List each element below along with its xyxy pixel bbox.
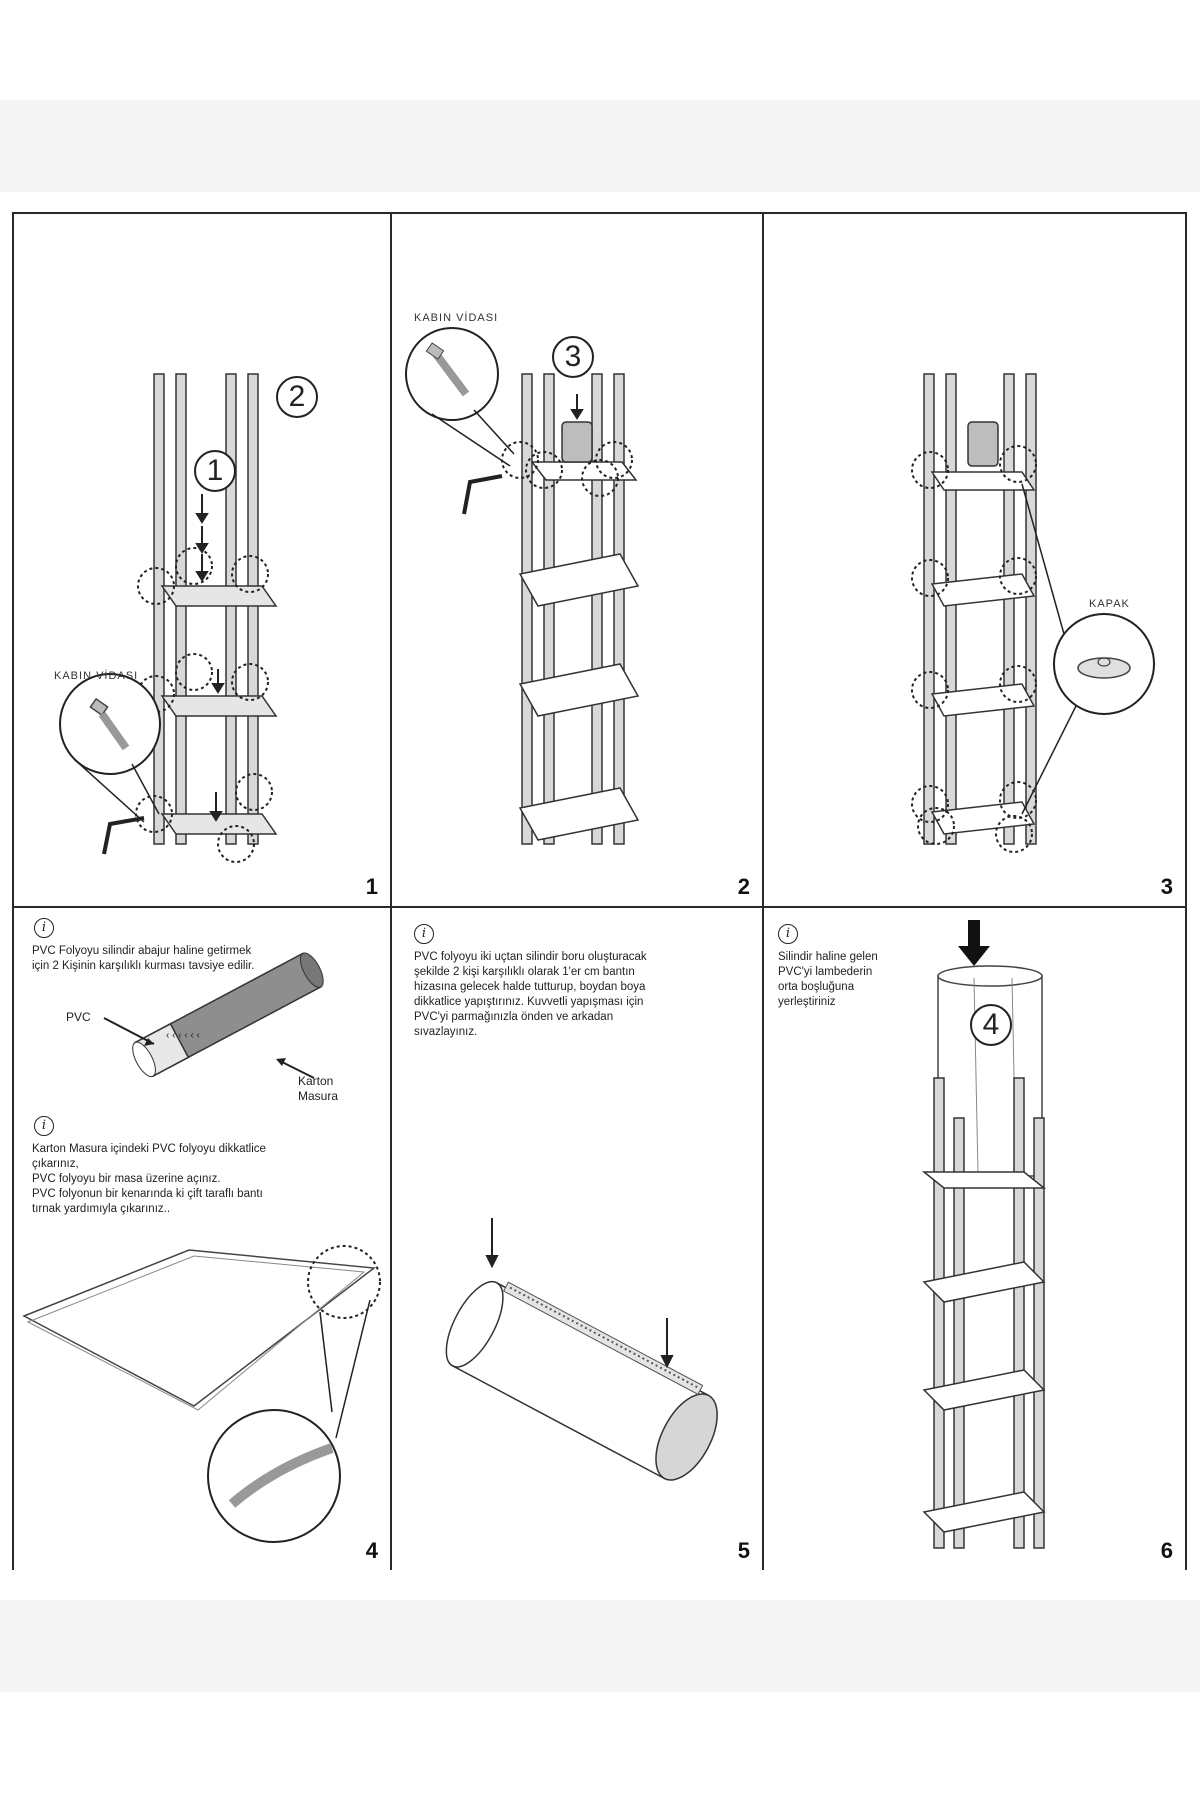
- instruction-note: PVC folyoyu iki uçtan silindir boru oluş…: [414, 951, 647, 1038]
- instruction-note-2: Karton Masura içindeki PVC folyoyu dikka…: [32, 1143, 266, 1215]
- panel-5: i PVC folyoyu iki uçtan silindir boru ol…: [392, 908, 764, 1570]
- step-mark-4: 4: [970, 1004, 1012, 1046]
- shelf-assembly-illustration-3: [911, 373, 1155, 853]
- panel-4: ‹ ‹ ‹ ‹ ‹ ‹ i PVC Folyoyu silindir abaju…: [14, 908, 392, 1570]
- panel-number: 4: [365, 1538, 378, 1563]
- svg-text:‹ ‹ ‹ ‹ ‹ ‹: ‹ ‹ ‹ ‹ ‹ ‹: [166, 1030, 200, 1041]
- panel-number: 5: [737, 1538, 750, 1563]
- panel-3: KAPAK 3: [764, 214, 1185, 908]
- info-icon: i: [34, 918, 54, 938]
- screw-label: KABIN VİDASI: [414, 312, 499, 324]
- step-mark-3: 3: [552, 336, 594, 378]
- panel-number: 2: [737, 874, 750, 899]
- step-mark-2: 2: [276, 376, 318, 418]
- panel-2: KABIN VİDASI 3 2: [392, 214, 764, 908]
- cap-label: KAPAK: [1089, 598, 1130, 610]
- shelf-assembly-illustration-2: [405, 327, 640, 845]
- info-icon: i: [414, 924, 434, 944]
- karton-masura-callout: Karton Masura: [298, 1074, 339, 1103]
- panel-number: 6: [1160, 1538, 1173, 1563]
- info-icon: i: [34, 1116, 54, 1136]
- shelf-assembly-illustration-1: [59, 373, 278, 863]
- panel-1: 1 2 KABIN VİDASI 1: [14, 214, 392, 908]
- pvc-callout: PVC: [66, 1010, 91, 1024]
- screw-label: KABIN VİDASI: [54, 670, 139, 682]
- instruction-note: Silindir haline gelen PVC'yi lambederin …: [778, 951, 878, 1008]
- step-mark-1: 1: [194, 450, 236, 492]
- info-icon: i: [778, 924, 798, 944]
- panel-6: i Silindir haline gelen PVC'yi lambederi…: [764, 908, 1185, 1570]
- bottom-gray-band: [0, 1600, 1200, 1692]
- top-gray-band: [0, 100, 1200, 192]
- instruction-note-1: PVC Folyoyu silindir abajur haline getir…: [32, 945, 255, 972]
- panel-number: 1: [365, 874, 378, 899]
- instruction-sheet: 1 2 KABIN VİDASI 1: [12, 212, 1187, 1570]
- panel-number: 3: [1160, 874, 1173, 899]
- pvc-cylinder-illustration: [445, 1218, 718, 1481]
- pvc-roll-illustration: ‹ ‹ ‹ ‹ ‹ ‹: [22, 952, 381, 1543]
